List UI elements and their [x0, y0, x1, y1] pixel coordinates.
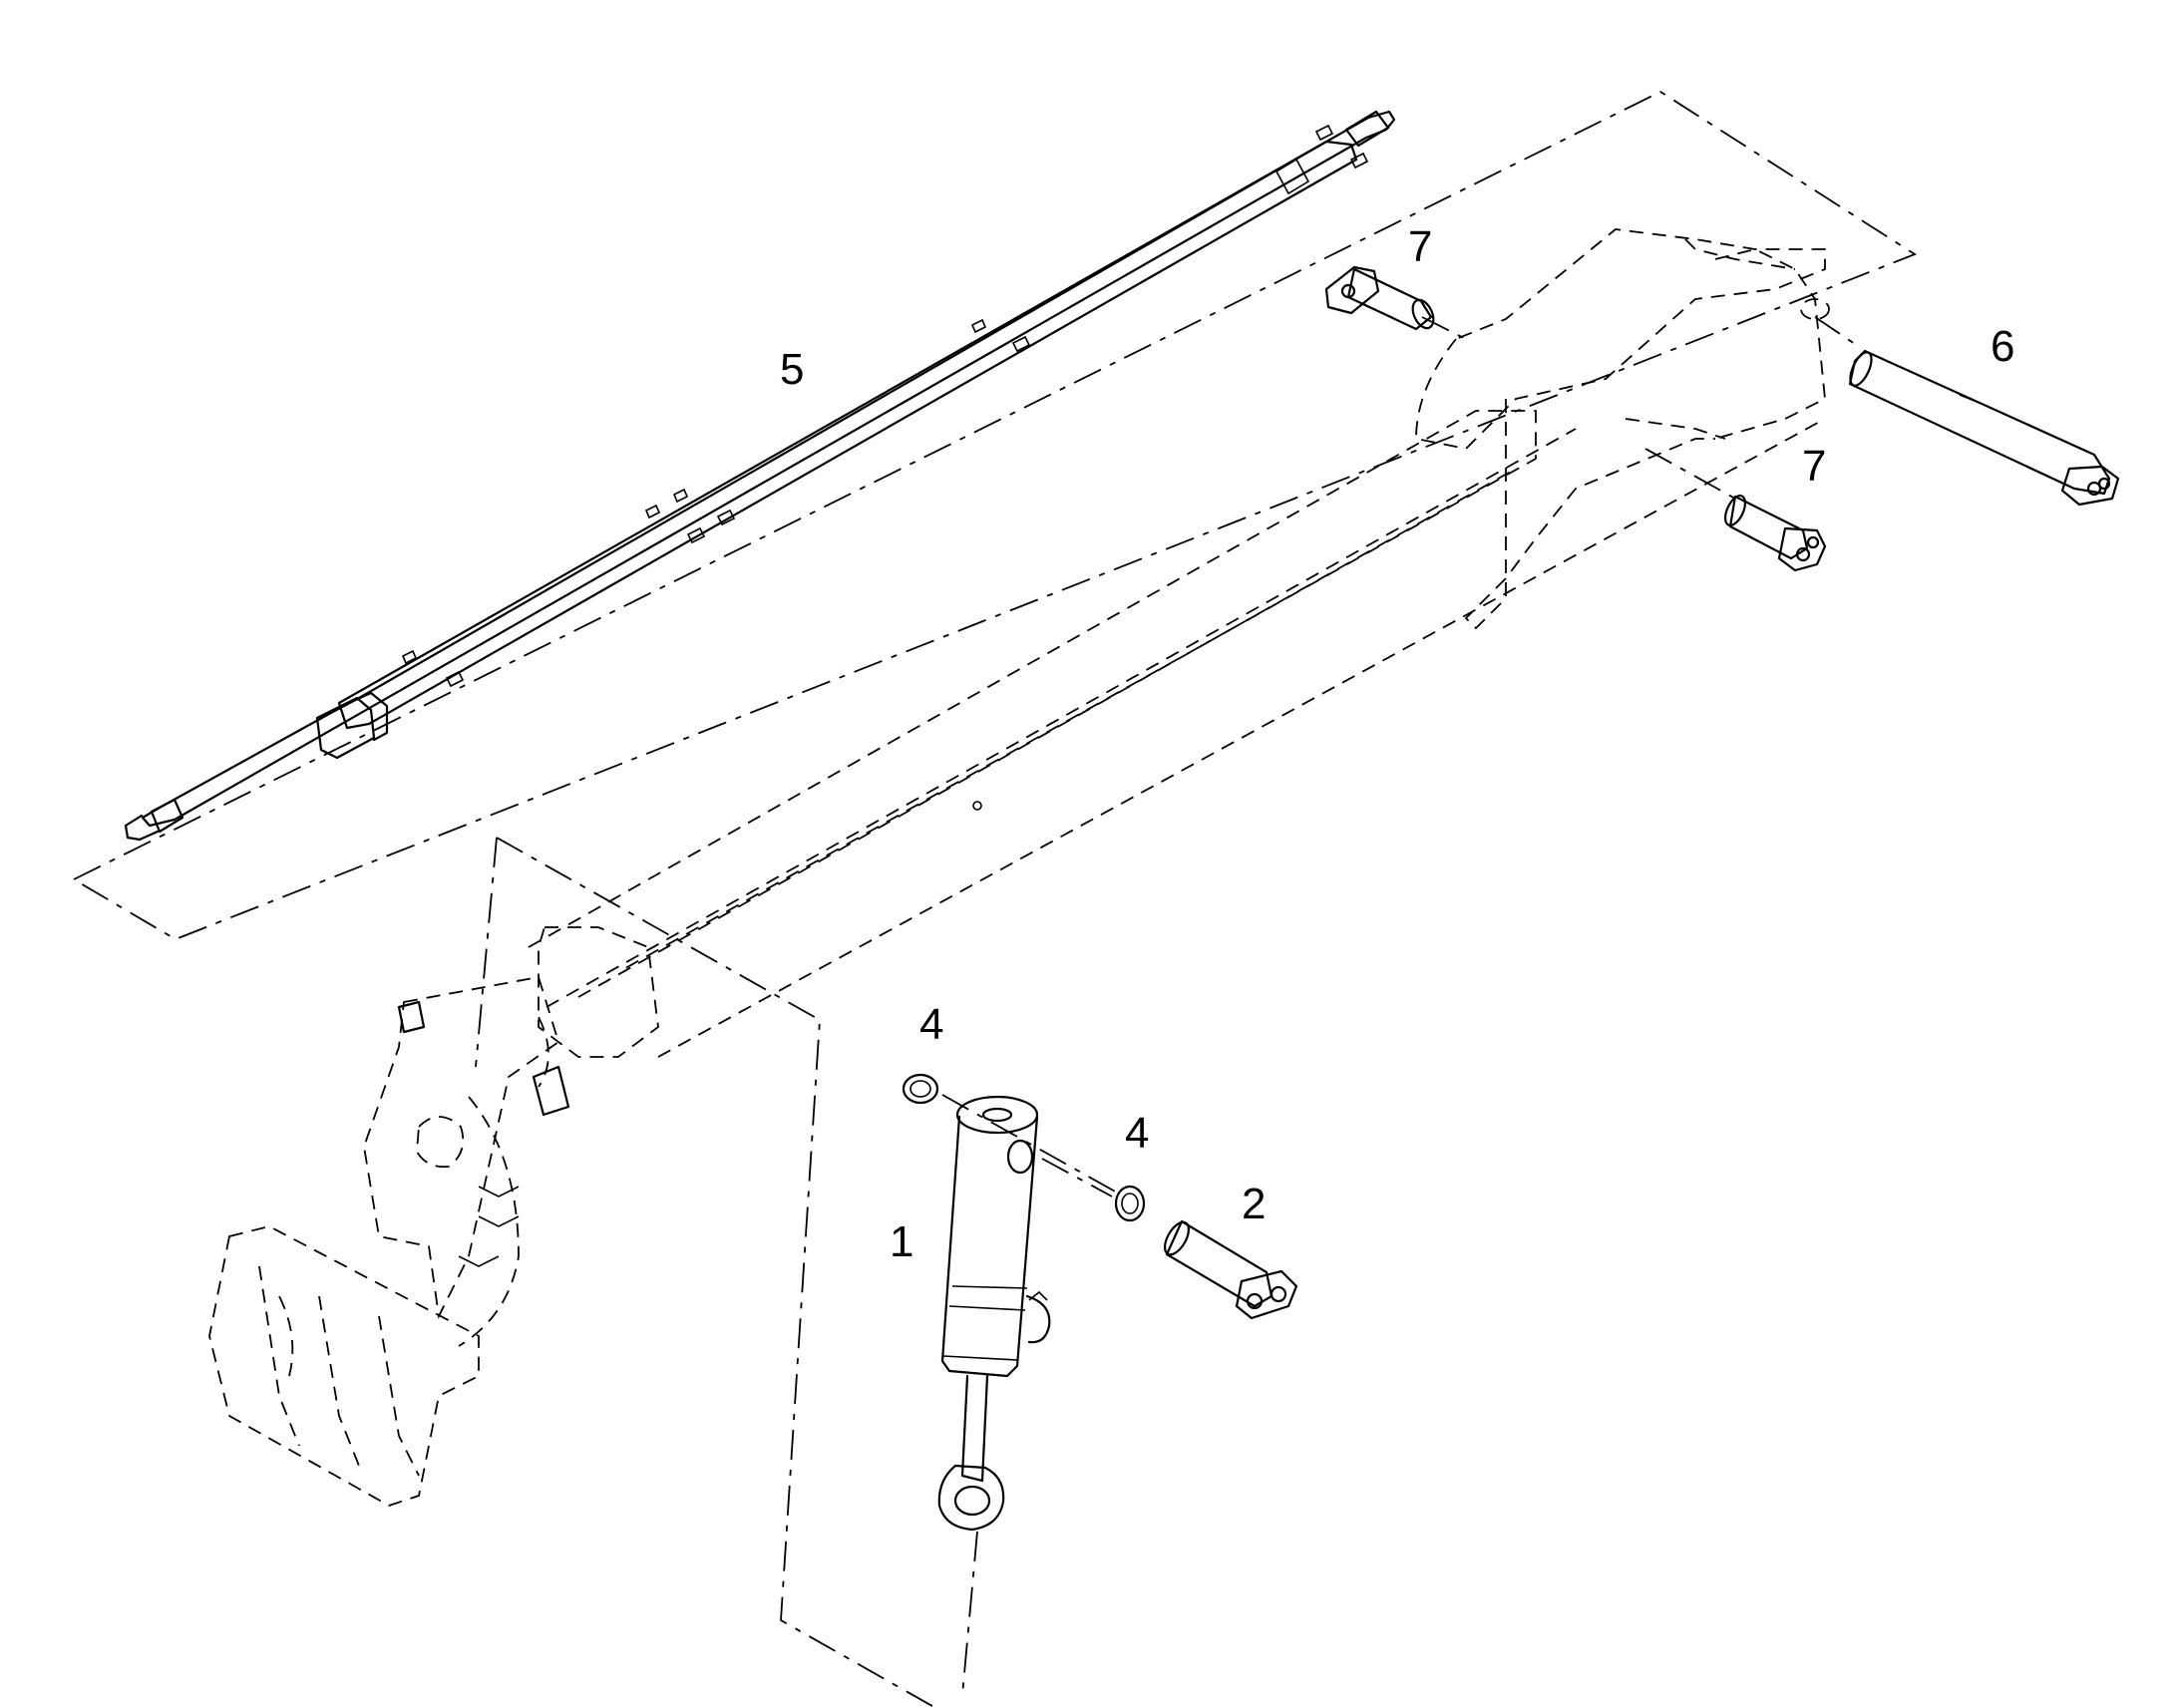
- callout-7-lower: 7: [1802, 442, 1826, 491]
- callouts: 5 7 6 7 4 4 2 1: [780, 222, 2014, 1266]
- part-7-short-pin-upper: [1324, 265, 1435, 331]
- guide-lines: [72, 90, 1917, 1708]
- part-4-ring-lower: [1114, 1185, 1146, 1222]
- part-1-hydraulic-cylinder: [937, 1095, 1051, 1532]
- callout-4-lower: 4: [1125, 1109, 1149, 1158]
- callout-5: 5: [780, 345, 804, 394]
- callout-1: 1: [890, 1217, 913, 1266]
- part-5-telescopic-rod: [124, 110, 1396, 842]
- part-6-long-pin: [1848, 349, 2120, 507]
- part-4-ring-upper: [902, 1073, 939, 1105]
- callout-6: 6: [1991, 322, 2014, 371]
- callout-2: 2: [1242, 1180, 1266, 1228]
- callout-4-upper: 4: [919, 1000, 943, 1049]
- callout-7-upper: 7: [1408, 222, 1432, 271]
- part-7-short-pin-lower: [1723, 495, 1827, 572]
- part-2-pin: [1163, 1219, 1298, 1320]
- boom-assembly-ghost: [208, 228, 1830, 1507]
